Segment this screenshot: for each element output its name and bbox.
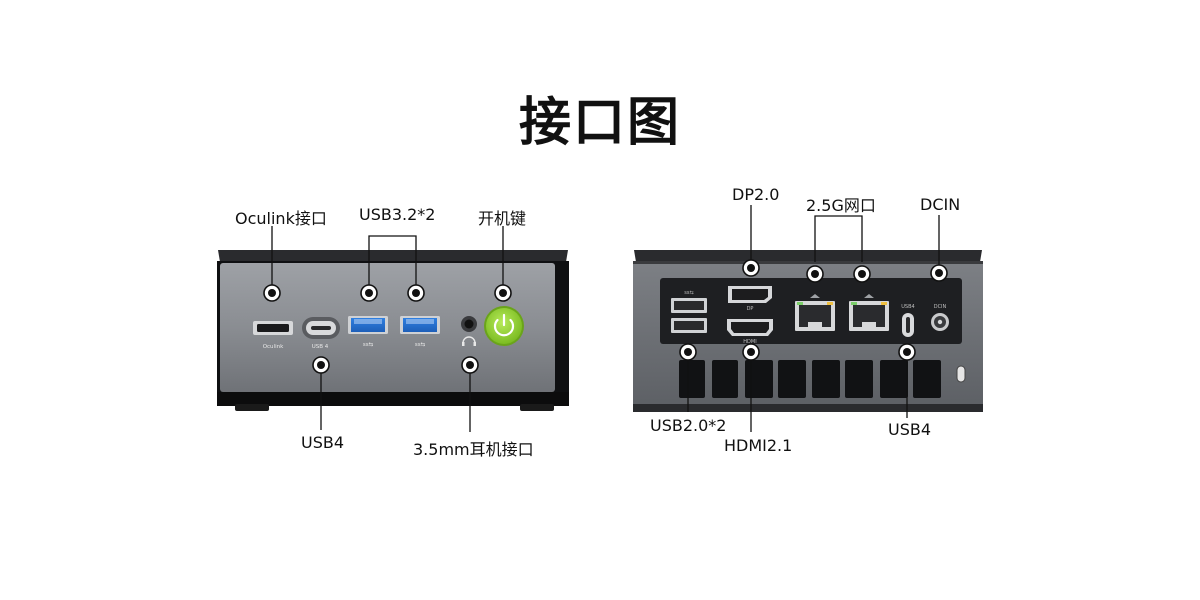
marker-usb4-front [312, 356, 330, 374]
usb32-port-1: ss⇆ [348, 316, 388, 348]
marker-dp [742, 259, 760, 277]
rear-usb4-mark: USB4 [901, 304, 914, 310]
marker-usb4-rear [898, 343, 916, 361]
marker-power [494, 284, 512, 302]
usb4-port-mark: USB 4 [312, 344, 329, 350]
marker-usb20 [679, 343, 697, 361]
kensington-lock [956, 365, 966, 383]
front-foot-left [235, 404, 269, 411]
svg-text:DP: DP [747, 306, 754, 312]
label-dcin: DCIN [920, 195, 961, 214]
headphone-icon [462, 336, 476, 344]
label-usb4-front: USB4 [301, 433, 345, 452]
svg-text:ss⇆: ss⇆ [415, 342, 426, 348]
usb4-port-front: USB 4 [302, 317, 340, 350]
audio-jack [461, 316, 477, 346]
marker-usb32-2 [407, 284, 425, 302]
front-foot-right [520, 404, 554, 411]
svg-text:HDMI: HDMI [743, 339, 756, 345]
label-hdmi: HDMI2.1 [724, 436, 793, 455]
marker-lan-1 [806, 265, 824, 283]
oculink-port: Oculink [253, 321, 293, 350]
label-dp: DP2.0 [732, 185, 780, 204]
power-icon [493, 318, 515, 337]
power-button[interactable] [484, 306, 524, 346]
marker-oculink [263, 284, 281, 302]
marker-hdmi [742, 343, 760, 361]
oculink-port-mark: Oculink [263, 344, 284, 350]
rear-callouts [687, 205, 940, 432]
dcin-port: DCIN [931, 304, 949, 331]
usb20-ports: ss⇆ [671, 290, 707, 333]
front-lid [218, 250, 568, 262]
marker-lan-2 [853, 265, 871, 283]
label-oculink: Oculink接口 [235, 209, 327, 228]
label-lan: 2.5G网口 [806, 196, 876, 215]
label-power: 开机键 [478, 209, 527, 228]
dp-port: DP [728, 286, 772, 312]
label-audio: 3.5mm耳机接口 [413, 440, 534, 459]
hdmi-port: HDMI [727, 319, 773, 345]
usb32-port-2: ss⇆ [400, 316, 440, 348]
label-usb32: USB3.2*2 [359, 205, 436, 224]
front-callouts [271, 226, 504, 432]
label-usb20: USB2.0*2 [650, 416, 727, 435]
marker-dcin [930, 264, 948, 282]
marker-usb32-1 [360, 284, 378, 302]
usb4-port-rear: USB4 [901, 304, 915, 337]
rear-vents [679, 360, 941, 398]
rear-dcin-mark: DCIN [934, 304, 947, 310]
rear-markers [679, 259, 948, 361]
rear-device: ss⇆ DP HDMI [633, 250, 983, 412]
lan-port-2 [849, 294, 889, 331]
rear-lid [634, 250, 982, 262]
marker-audio [461, 356, 479, 374]
svg-text:ss⇆: ss⇆ [363, 342, 374, 348]
front-markers [263, 284, 512, 374]
page-title: 接口图 [518, 93, 681, 153]
lan-port-1 [795, 294, 835, 331]
svg-text:ss⇆: ss⇆ [684, 290, 693, 296]
label-usb4-rear: USB4 [888, 420, 932, 439]
front-device: Oculink USB 4 ss⇆ ss⇆ [217, 250, 569, 411]
